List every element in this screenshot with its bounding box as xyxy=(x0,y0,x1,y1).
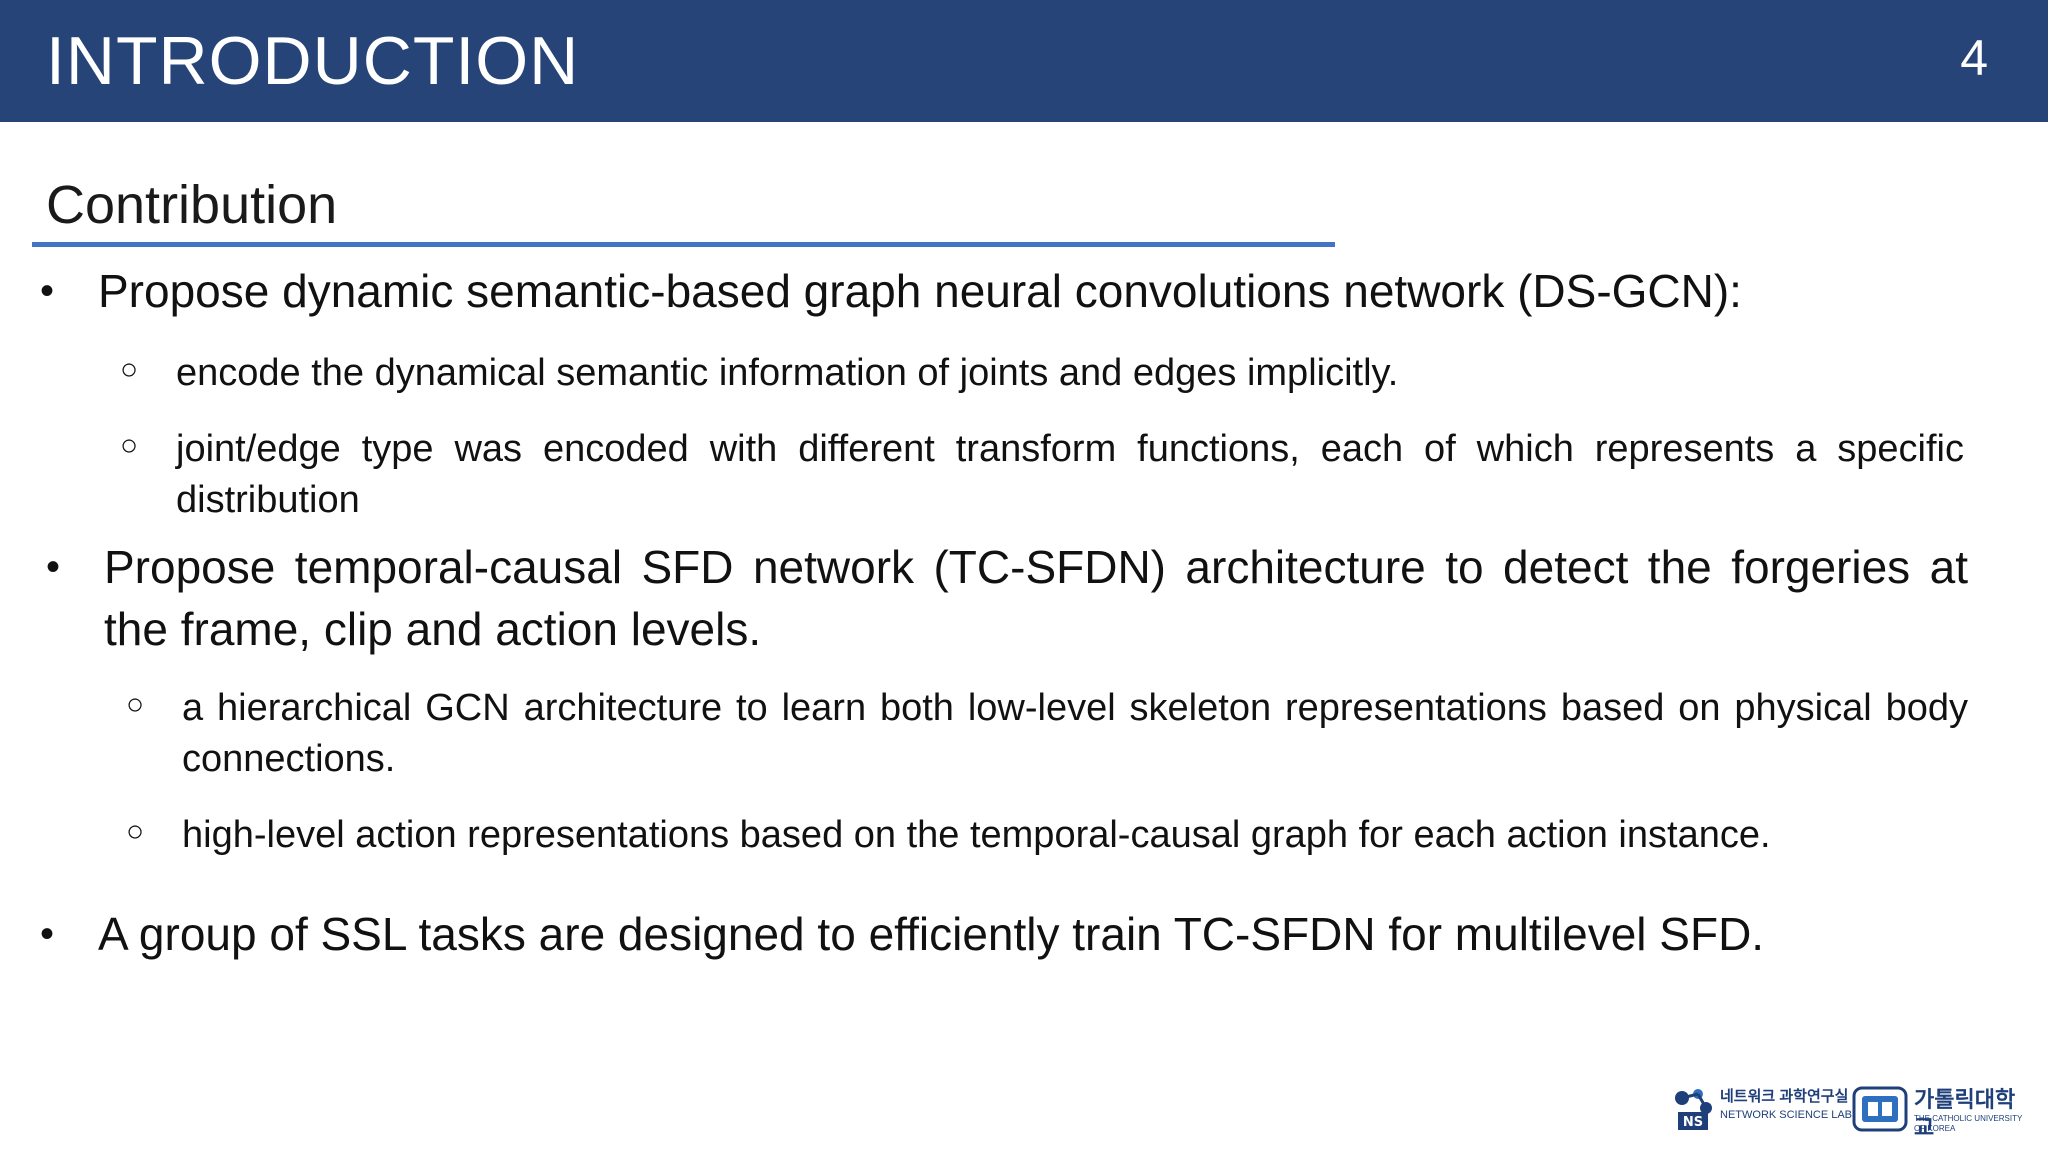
bullet-text: Propose dynamic semantic-based graph neu… xyxy=(98,265,1742,317)
sub-bullet-text: high-level action representations based … xyxy=(182,814,1771,856)
sub-bullet-marker: ○ xyxy=(120,353,139,386)
page-number: 4 xyxy=(1960,30,1988,86)
sub-bullet-marker: ○ xyxy=(126,815,145,848)
bullet-marker: • xyxy=(46,545,61,589)
university-english-name: THE CATHOLIC UNIVERSITY OF KOREA xyxy=(1914,1114,2023,1133)
bullet-marker: • xyxy=(40,269,55,313)
title-bar: INTRODUCTION 4 xyxy=(0,0,2048,122)
section-heading: Contribution xyxy=(46,175,338,235)
ns-lab-english-name: NETWORK SCIENCE LAB xyxy=(1720,1109,1853,1121)
sub-bullet-item: ○ joint/edge type was encoded with diffe… xyxy=(120,424,1964,526)
sub-bullet-text: joint/edge type was encoded with differe… xyxy=(176,428,1964,521)
bullet-item: • Propose temporal-causal SFD network (T… xyxy=(46,536,1968,660)
university-korean-name: 가톨릭대학교 xyxy=(1914,1087,2016,1140)
sub-bullet-marker: ○ xyxy=(120,429,139,462)
slide-title: INTRODUCTION xyxy=(46,23,580,99)
footer-logos: NS 네트워크 과학연구실 NETWORK SCIENCE LAB 가톨릭대학교… xyxy=(1668,1084,2032,1140)
bullet-marker: • xyxy=(40,912,55,956)
sub-bullet-item: ○ a hierarchical GCN architecture to lea… xyxy=(126,683,1968,785)
sub-bullet-text: a hierarchical GCN architecture to learn… xyxy=(182,687,1968,780)
sub-bullet-marker: ○ xyxy=(126,688,145,721)
network-science-lab-logo-icon: NS xyxy=(1668,1084,1716,1132)
bullet-text: Propose temporal-causal SFD network (TC-… xyxy=(104,541,1968,655)
section-underline xyxy=(32,242,1335,247)
ns-lab-korean-name: 네트워크 과학연구실 xyxy=(1720,1088,1849,1105)
university-emblem-icon xyxy=(1852,1086,1908,1132)
sub-bullet-text: encode the dynamical semantic informatio… xyxy=(176,352,1399,394)
sub-bullet-item: ○ encode the dynamical semantic informat… xyxy=(120,348,1964,399)
bullet-text: A group of SSL tasks are designed to eff… xyxy=(98,908,1765,960)
bullet-item: • Propose dynamic semantic-based graph n… xyxy=(40,262,1968,320)
sub-bullet-item: ○ high-level action representations base… xyxy=(126,810,1968,861)
bullet-item: • A group of SSL tasks are designed to e… xyxy=(40,905,1968,963)
ns-badge-text: NS xyxy=(1683,1115,1703,1130)
